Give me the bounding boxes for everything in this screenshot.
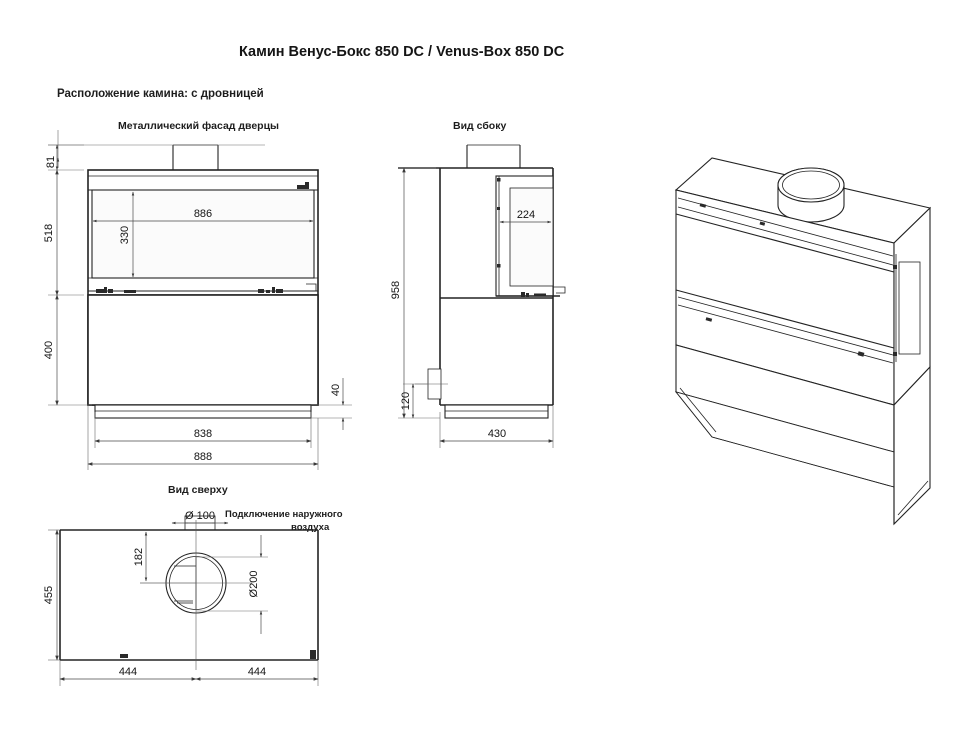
iso-door-hinges [893, 265, 897, 356]
dim-top-flue-offset: 182 [133, 531, 196, 584]
side-view: 958 224 120 430 [390, 144, 566, 448]
front-flue-stub [172, 144, 219, 170]
dim-top-depth: 455 [43, 529, 60, 661]
front-right-latch [306, 283, 317, 291]
page-title: Камин Венус-Бокс 850 DC / Venus-Box 850 … [239, 44, 565, 60]
top-view-label: Вид сверху [168, 484, 228, 496]
dim-side-air-inlet-height: 120 [400, 383, 428, 419]
dim-front-glass-height: 330 [119, 191, 135, 278]
configuration-subtitle: Расположение камина: с дровницей [57, 88, 264, 100]
iso-woodbox-plinth-line [897, 480, 929, 516]
front-glass-pane [91, 189, 315, 279]
side-door-hinges [497, 178, 501, 268]
top-front-fittings [120, 650, 316, 659]
outside-air-note-line2: воздуха [291, 522, 330, 533]
dim-front-plinth-width: 838 [94, 412, 312, 448]
front-hardware-fittings [96, 287, 283, 293]
dim-label-d200: Ø200 [248, 571, 260, 598]
dim-label-d100: Ø 100 [185, 510, 215, 522]
dim-side-overall-height: 958 [390, 167, 440, 419]
iso-leg-plinth [679, 387, 717, 433]
iso-side-door [898, 261, 921, 355]
side-right-latch [553, 286, 566, 294]
side-plinth [444, 404, 549, 419]
dim-front-firebox-height: 518 [43, 169, 84, 296]
dim-label-518: 518 [43, 224, 55, 242]
iso-front-glass-top [675, 213, 895, 273]
dim-label-430: 430 [488, 428, 506, 440]
dim-top-half-width-left: 444 [59, 660, 197, 686]
iso-woodbox-floor-edge [675, 391, 713, 438]
dim-label-455: 455 [43, 586, 55, 604]
dim-front-overall-width: 888 [87, 405, 319, 470]
front-plinth [94, 404, 312, 419]
dim-side-door-width: 224 [499, 209, 552, 224]
dim-label-444-right: 444 [248, 666, 266, 678]
dim-front-top-band: 81 [45, 144, 84, 171]
iso-flue-collar [777, 167, 845, 223]
dim-top-air-inlet-diameter: Ø 100 [171, 510, 229, 525]
side-view-label: Вид сбоку [453, 120, 507, 132]
dim-label-120: 120 [400, 392, 412, 410]
dim-front-woodbox-height: 400 [43, 294, 92, 406]
dim-label-888: 888 [194, 451, 212, 463]
iso-floor-front-edge [711, 436, 895, 488]
dim-label-838: 838 [194, 428, 212, 440]
front-view: 81 518 400 330 886 4 [43, 130, 352, 470]
side-hardware-fittings [521, 292, 546, 297]
dim-label-81: 81 [45, 156, 57, 168]
dim-label-224: 224 [517, 209, 535, 221]
front-top-right-fitting [297, 182, 309, 189]
dim-label-40: 40 [330, 384, 342, 396]
dim-label-400: 400 [43, 341, 55, 359]
isometric-view [674, 157, 932, 526]
iso-front-rail-2 [677, 304, 894, 364]
top-view: Ø 100 182 Ø200 455 444 [43, 510, 319, 686]
front-woodbox-outline [87, 294, 319, 406]
iso-front-band-1 [677, 197, 894, 257]
dim-top-flue-diameter: Ø200 [196, 535, 268, 634]
dim-label-330: 330 [119, 226, 131, 244]
side-flue-stub [466, 144, 521, 168]
dim-top-half-width-right: 444 [195, 660, 319, 686]
dim-label-182: 182 [133, 548, 145, 566]
dim-side-depth: 430 [439, 405, 554, 448]
iso-front-rail-1 [677, 296, 894, 356]
side-glass-pane [509, 187, 554, 287]
dim-label-444-left: 444 [119, 666, 137, 678]
iso-front-band-2 [677, 206, 894, 266]
outside-air-note-line1: Подключение наружного [225, 509, 343, 520]
dim-front-glass-width: 886 [92, 208, 314, 223]
front-view-label: Металлический фасад дверцы [118, 120, 280, 132]
dim-label-886: 886 [194, 208, 212, 220]
dim-label-958: 958 [390, 281, 402, 299]
iso-front-glass-bottom [675, 289, 895, 349]
